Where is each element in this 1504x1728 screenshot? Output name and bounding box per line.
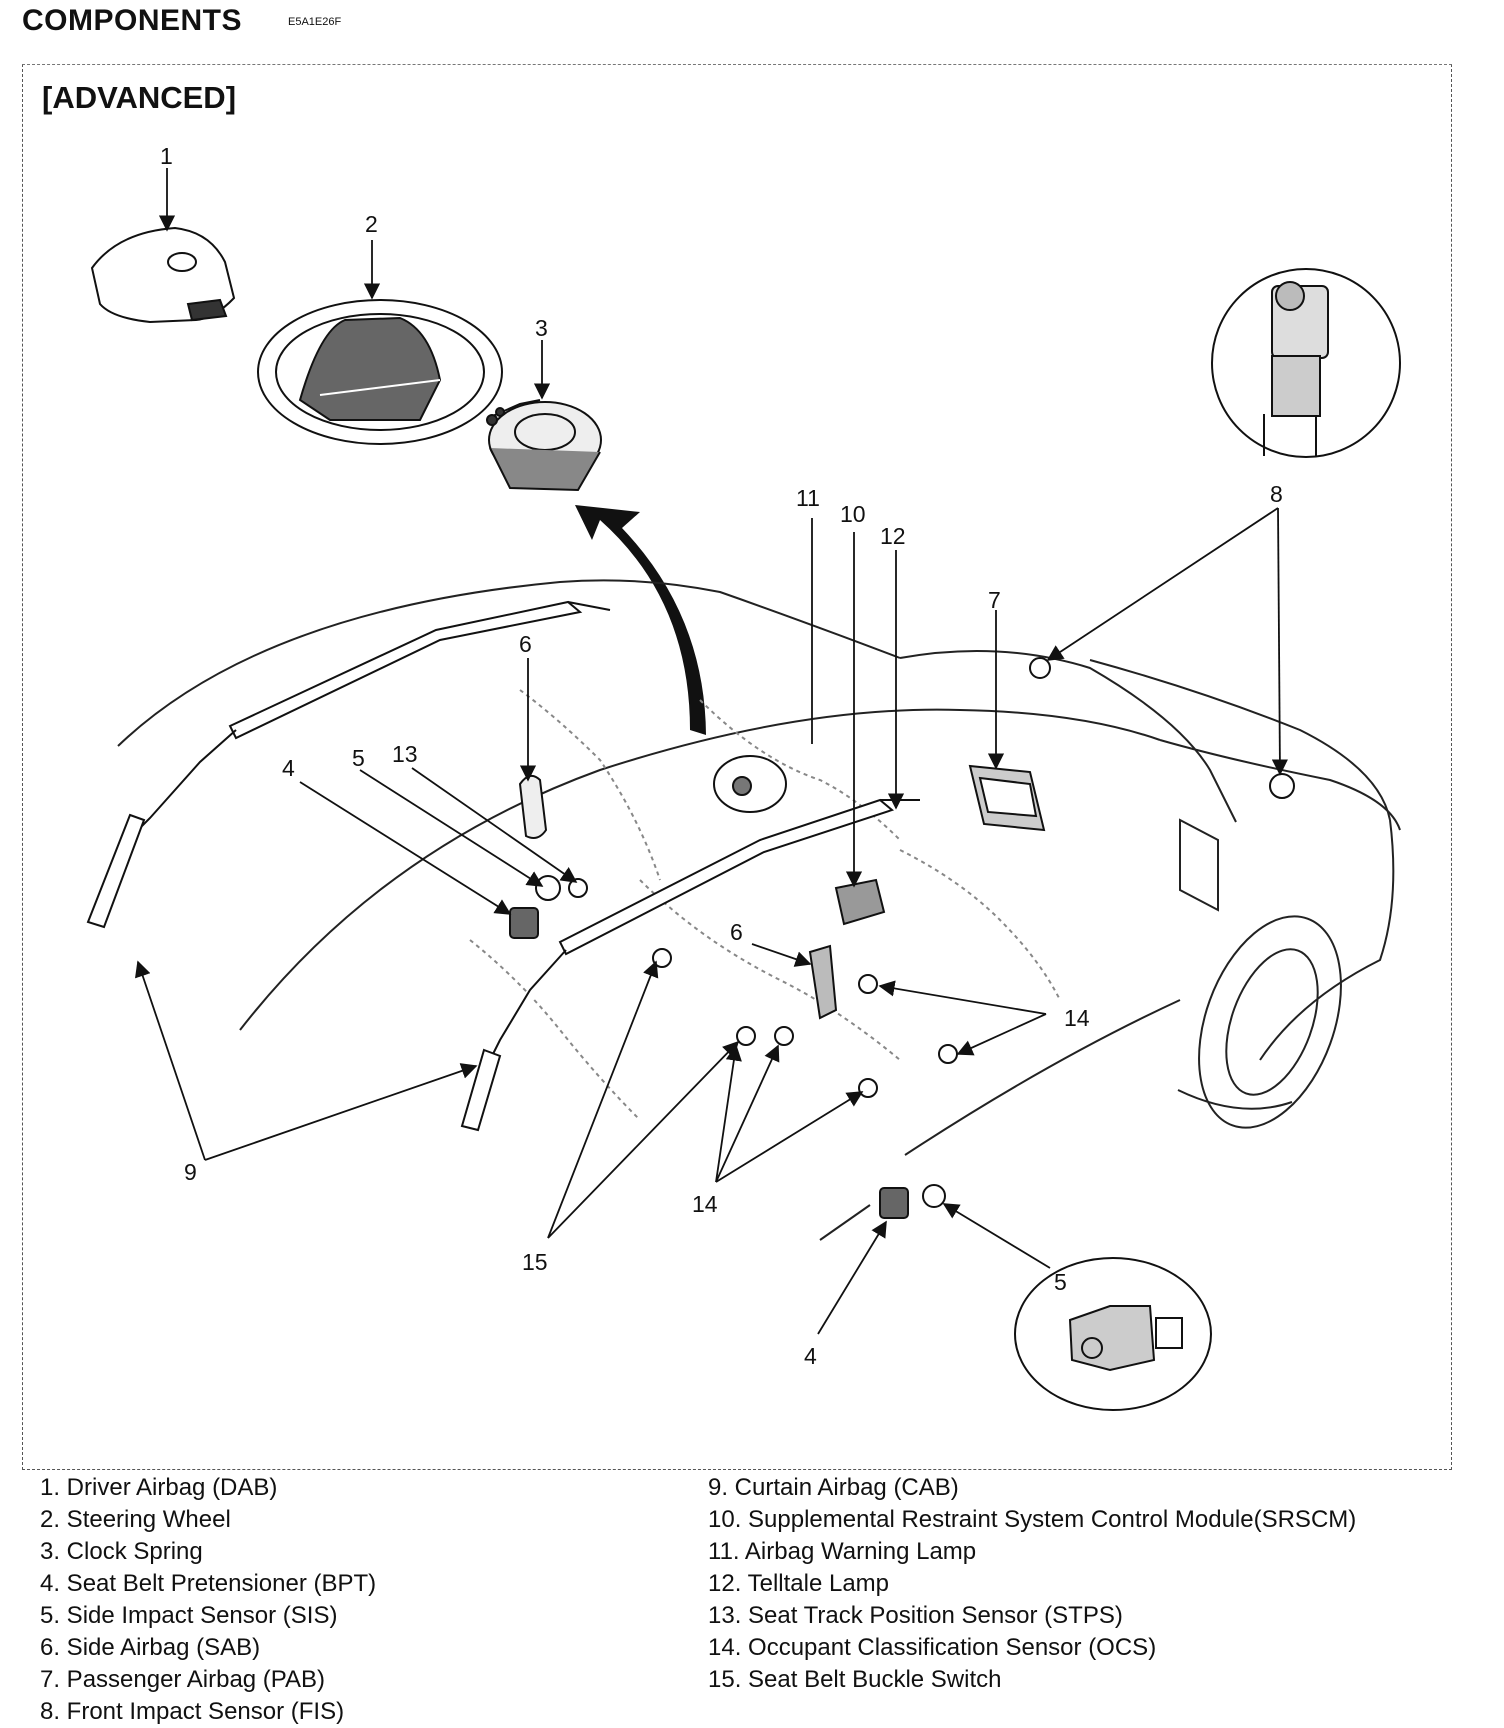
legend-item: 9. Curtain Airbag (CAB) [708,1474,959,1501]
callout-14-right: 14 [1064,1005,1090,1031]
callout-6-upper: 6 [519,631,532,657]
callout-12: 12 [880,523,906,549]
callout-4-lower: 4 [804,1343,817,1369]
document-code: E5A1E26F [288,16,342,28]
legend-item: 13. Seat Track Position Sensor (STPS) [708,1602,1123,1629]
legend-item: 4. Seat Belt Pretensioner (BPT) [40,1570,377,1597]
diagram-frame [22,64,1452,1470]
legend-item: 2. Steering Wheel [40,1506,231,1533]
seat-belt-pretensioner-front [879,1187,909,1219]
callout-9: 9 [184,1159,197,1185]
callout-5-upper: 5 [352,745,365,771]
assembly-curved-arrow [575,505,706,735]
legend-item: 7. Passenger Airbag (PAB) [40,1666,326,1693]
curtain-airbag-lower [460,798,920,1132]
sensor-markers [535,657,1295,1208]
legend-item: 12. Telltale Lamp [708,1570,890,1597]
legend-right: 9. Curtain Airbag (CAB) 10. Supplemental… [708,1472,1356,1696]
legend-item: 5. Side Impact Sensor (SIS) [40,1602,338,1629]
callout-13: 13 [392,741,418,767]
warning-lamp-cluster [713,755,787,813]
front-impact-sensor-detail [1211,268,1401,458]
callout-5-lower: 5 [1054,1269,1067,1295]
callout-14-center: 14 [692,1191,718,1217]
callout-10: 10 [840,501,866,527]
vehicle-body-outline [117,579,1401,1241]
srscm-module [834,878,886,926]
legend-item: 8. Front Impact Sensor (FIS) [40,1698,345,1725]
callout-3: 3 [535,315,548,341]
callout-1: 1 [160,143,173,169]
callout-8: 8 [1270,481,1283,507]
side-impact-sensor-detail [1014,1257,1212,1411]
legend-item: 15. Seat Belt Buckle Switch [708,1666,1002,1693]
section-title: [ADVANCED] [42,80,237,115]
clock-spring-illustration [486,399,602,492]
passenger-airbag [968,764,1046,832]
callout-7: 7 [988,587,1001,613]
legend-item: 6. Side Airbag (SAB) [40,1634,261,1661]
legend-item: 10. Supplemental Restraint System Contro… [708,1506,1357,1533]
side-airbag-front [808,944,838,1020]
legend-left: 1. Driver Airbag (DAB) 2. Steering Wheel… [40,1472,376,1728]
callout-6-lower: 6 [730,919,743,945]
callout-4-upper: 4 [282,755,295,781]
page-title: COMPONENTS [22,4,243,37]
legend-item: 3. Clock Spring [40,1538,203,1565]
callout-leaders [135,168,1288,1335]
seat-belt-pretensioner-rear [509,907,539,939]
legend-item: 11. Airbag Warning Lamp [708,1538,977,1565]
curtain-airbag-upper [86,600,611,929]
side-airbag-rear [518,774,548,839]
callout-11: 11 [796,485,820,511]
driver-airbag-illustration [90,226,236,324]
callout-15: 15 [522,1249,548,1275]
steering-wheel-illustration [257,299,503,445]
callout-numbers: 1 2 3 4 5 13 6 11 10 12 7 8 6 14 9 14 15… [160,143,1283,1369]
legend-item: 14. Occupant Classification Sensor (OCS) [708,1634,1157,1661]
legend-item: 1. Driver Airbag (DAB) [40,1474,278,1501]
callout-2: 2 [365,211,378,237]
